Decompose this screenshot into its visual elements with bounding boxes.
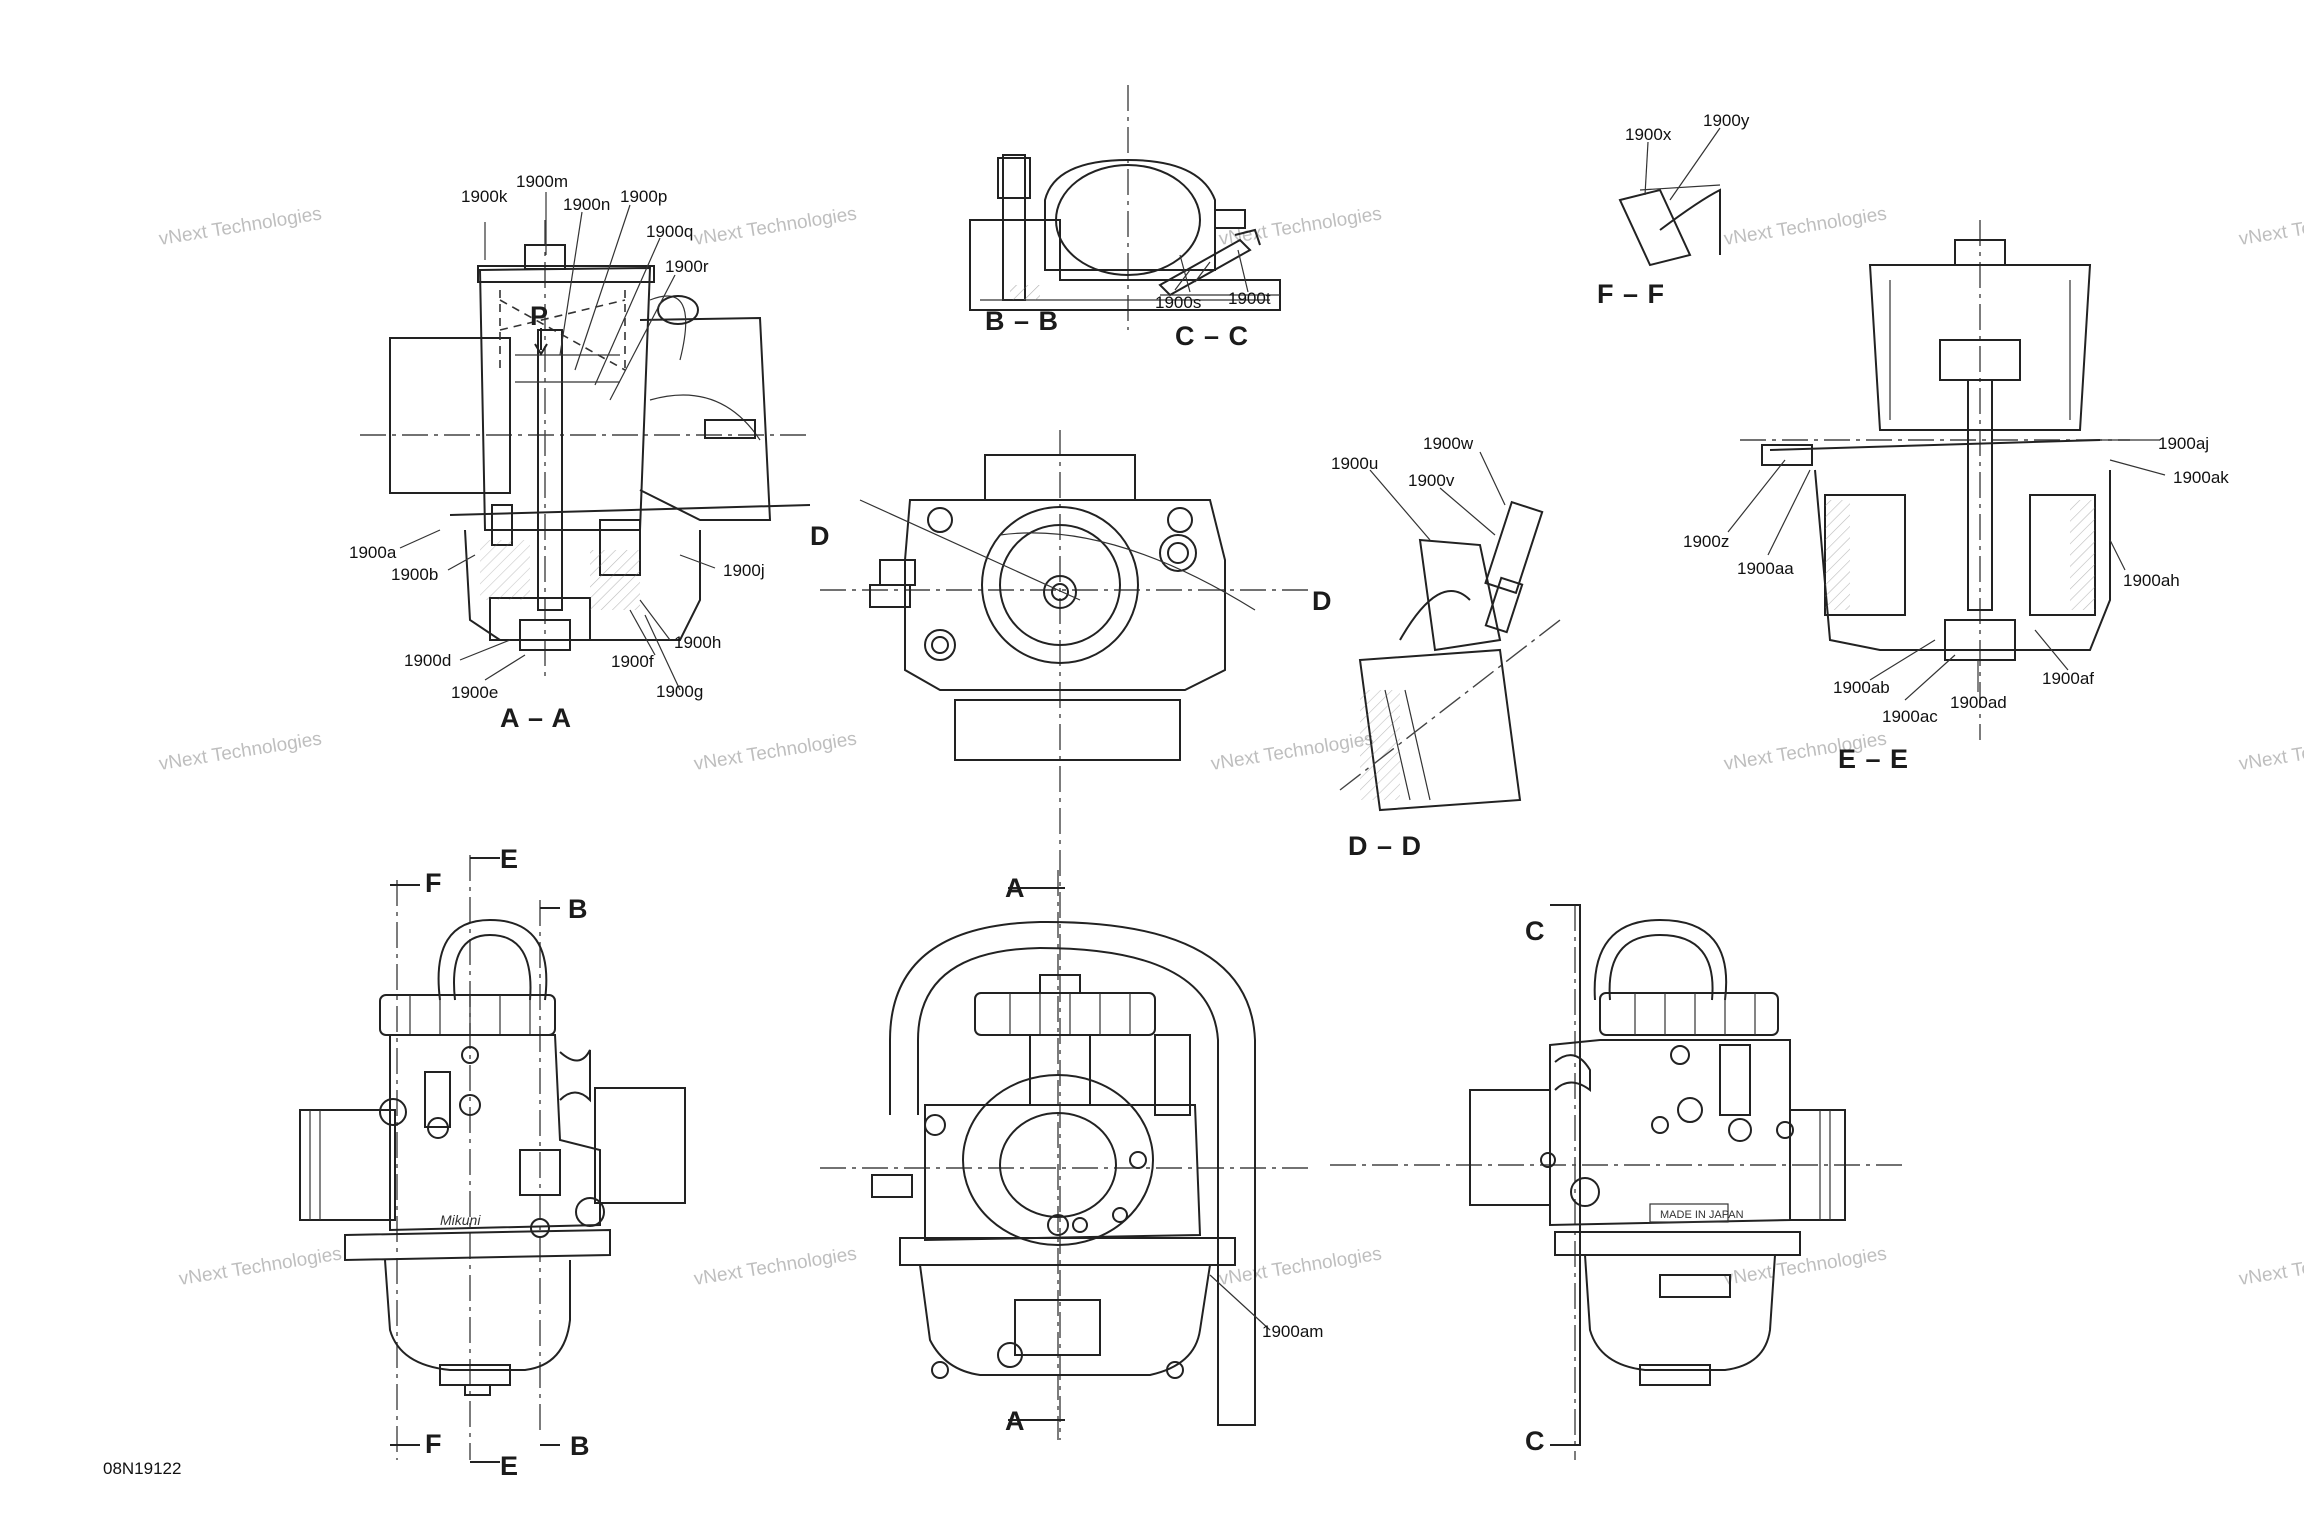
callout-1900ad: 1900ad	[1950, 693, 2007, 712]
watermark: vNext Technologies	[177, 1243, 343, 1289]
section-title-d-d: D – D	[1348, 831, 1422, 861]
label-d-left: D	[810, 521, 831, 551]
side-view-right: C C MADE IN JAPAN	[1330, 904, 1905, 1460]
callout-1900n: 1900n	[563, 195, 610, 214]
callout-1900x: 1900x	[1625, 125, 1672, 144]
label-c-top: C	[1525, 916, 1546, 946]
watermark: vNext Technologies	[692, 728, 858, 774]
callout-1900am: 1900am	[1262, 1322, 1323, 1341]
callout-1900t: 1900t	[1228, 289, 1271, 308]
callout-1900r: 1900r	[665, 257, 709, 276]
label-e-top: E	[500, 844, 519, 874]
callout-1900m: 1900m	[516, 172, 568, 191]
callout-1900s: 1900s	[1155, 293, 1201, 312]
callout-1900ab: 1900ab	[1833, 678, 1890, 697]
callout-1900k: 1900k	[461, 187, 508, 206]
callout-1900aj: 1900aj	[2158, 434, 2209, 453]
watermark: vNext Technologies	[157, 203, 323, 249]
callout-1900z: 1900z	[1683, 532, 1729, 551]
section-title-b-b: B – B	[985, 306, 1059, 336]
callout-1900ak: 1900ak	[2173, 468, 2229, 487]
front-view-center: D D	[810, 430, 1333, 1440]
callout-1900j: 1900j	[723, 561, 765, 580]
watermark: vNext Technologies	[1209, 728, 1375, 774]
callout-1900h: 1900h	[674, 633, 721, 652]
label-p: P	[530, 301, 549, 331]
section-view-f-f: 1900x 1900y F – F	[1597, 111, 1750, 309]
section-view-c-c: 1900s 1900t C – C	[1155, 209, 1280, 351]
callout-1900u: 1900u	[1331, 454, 1378, 473]
callout-1900ac: 1900ac	[1882, 707, 1938, 726]
label-f-bottom: F	[425, 1429, 443, 1459]
section-title-f-f: F – F	[1597, 279, 1665, 309]
watermark: vNext Technologies	[1722, 203, 1888, 249]
watermark: vNext Technologies	[692, 1243, 858, 1289]
side-view-left: F E B F E B Mikuni	[299, 844, 686, 1481]
callout-1900e: 1900e	[451, 683, 498, 702]
callout-1900f: 1900f	[611, 652, 654, 671]
section-view-d-d: 1900u 1900v 1900w D – D	[1331, 434, 1561, 861]
callout-1900af: 1900af	[2042, 669, 2094, 688]
watermark: vNext Technologies	[1217, 1243, 1383, 1289]
callout-1900aa: 1900aa	[1737, 559, 1794, 578]
section-view-a-a: P 1900k 1900m 1900n 1900p 1900q 1900r 19…	[349, 172, 811, 733]
section-title-e-e: E – E	[1838, 744, 1909, 774]
made-in-japan-plate: MADE IN JAPAN	[1660, 1209, 1744, 1221]
drawing-code: 08N19122	[103, 1459, 181, 1478]
callout-1900v: 1900v	[1408, 471, 1455, 490]
section-title-a-a: A – A	[500, 703, 572, 733]
section-view-e-e: 1900aj 1900ak 1900z 1900aa 1900ah 1900ab…	[1683, 220, 2229, 774]
label-f-top: F	[425, 868, 443, 898]
label-a-bottom: A	[1005, 1406, 1026, 1436]
section-title-c-c: C – C	[1175, 321, 1249, 351]
label-b-top: B	[568, 894, 589, 924]
brand-logo: Mikuni	[440, 1212, 481, 1228]
watermark: vNext Technologies	[1722, 1243, 1888, 1289]
section-view-b-b: B – B	[969, 85, 1281, 336]
label-a-top: A	[1005, 873, 1026, 903]
watermark: vNext Technologies	[2237, 203, 2304, 249]
watermark: vNext Technologies	[2237, 1243, 2304, 1289]
watermark: vNext Technologies	[692, 203, 858, 249]
watermark: vNext Technologies	[157, 728, 323, 774]
watermarks: vNext Technologies vNext Technologies vN…	[157, 203, 2304, 1289]
label-d-right: D	[1312, 586, 1333, 616]
callout-1900g: 1900g	[656, 682, 703, 701]
label-e-bottom: E	[500, 1451, 519, 1481]
label-c-bottom: C	[1525, 1426, 1546, 1456]
callout-1900y: 1900y	[1703, 111, 1750, 130]
callout-1900p: 1900p	[620, 187, 667, 206]
front-view-bottom: A A 1900am	[820, 870, 1323, 1440]
label-b-bottom: B	[570, 1431, 591, 1461]
watermark: vNext Technologies	[2237, 728, 2304, 774]
callout-1900a: 1900a	[349, 543, 397, 562]
callout-1900ah: 1900ah	[2123, 571, 2180, 590]
callout-1900w: 1900w	[1423, 434, 1474, 453]
callout-1900b: 1900b	[391, 565, 438, 584]
callout-1900q: 1900q	[646, 222, 693, 241]
callout-1900d: 1900d	[404, 651, 451, 670]
